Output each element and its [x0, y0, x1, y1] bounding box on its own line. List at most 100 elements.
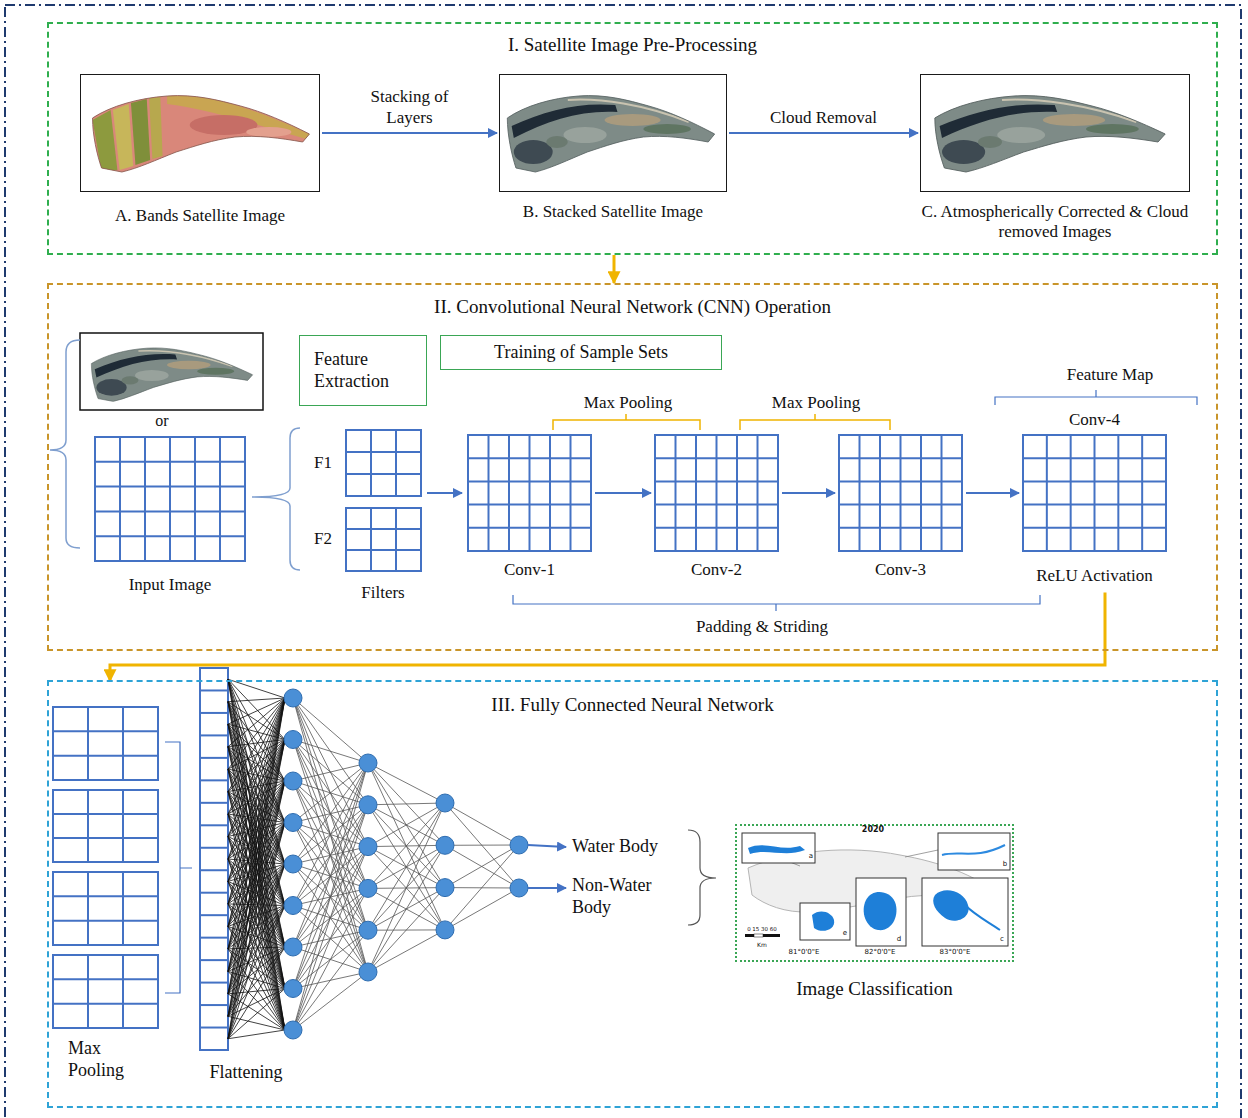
- outer-frame: [5, 5, 1241, 1118]
- grid-lines: [1022, 434, 1167, 552]
- map-year: 2020: [862, 826, 884, 835]
- output-label: Water Body: [572, 836, 658, 858]
- bracket: [513, 595, 1040, 611]
- grid-cells: [1023, 435, 1166, 551]
- bracket: [50, 340, 80, 548]
- coordinate-label: 82°0'0"E: [865, 949, 896, 957]
- filter-grid: F1: [345, 429, 422, 497]
- conv-grid: Conv-2: [654, 434, 779, 552]
- grid-lines: [467, 434, 592, 552]
- dense-network: [228, 679, 566, 1039]
- process-box: Feature Extraction: [299, 335, 427, 406]
- arrow-connector: [322, 132, 497, 134]
- process-box: Training of Sample Sets: [440, 335, 722, 370]
- operation-label: Max Pooling: [772, 393, 860, 413]
- inset-letter: b: [1003, 861, 1007, 869]
- map-frame: Image Classification: [735, 824, 1014, 962]
- inset-letter: c: [1000, 936, 1004, 944]
- edge-label: Stacking of Layers: [358, 87, 462, 128]
- section-panel: II. Convolutional Neural Network (CNN) O…: [47, 283, 1218, 651]
- image-frame: B. Stacked Satellite Image: [499, 74, 727, 192]
- bracket: [995, 390, 1197, 405]
- grid-cells: [346, 508, 421, 571]
- grid-label: Conv-1: [504, 560, 555, 580]
- coordinate-label: 83°0'0"E: [940, 949, 971, 957]
- arrow-connector: [729, 132, 918, 134]
- pooled-grid: [53, 955, 158, 1028]
- conv-grid: Conv-3: [838, 434, 963, 552]
- grid-label: Input Image: [129, 575, 212, 595]
- section-panel: I. Satellite Image Pre-Processing A. Band…: [47, 22, 1218, 255]
- grid-lines: [345, 507, 422, 572]
- group-label: Flattening: [210, 1062, 283, 1084]
- box-label: Feature Extraction: [314, 349, 414, 392]
- operation-label: Padding & Striding: [696, 617, 828, 637]
- connector-word: or: [155, 411, 168, 430]
- inset-letter: a: [809, 853, 813, 861]
- group-label: Max Pooling: [68, 1038, 138, 1081]
- inset-letter: d: [897, 936, 901, 944]
- scale-text: Km: [757, 942, 767, 949]
- arrow-connector: [966, 492, 1019, 494]
- arrow-connector: [110, 592, 1105, 681]
- image-caption: Image Classification: [796, 978, 953, 1001]
- inset-letter: e: [843, 930, 847, 938]
- box-label: Training of Sample Sets: [494, 342, 668, 364]
- pixel-grid: Input Image: [94, 436, 246, 562]
- output-label: Non-Water Body: [572, 875, 672, 918]
- arrow-connector: [782, 492, 835, 494]
- conv-grid: Conv-4ReLU Activation: [1022, 434, 1167, 552]
- grid-label: Conv-3: [875, 560, 926, 580]
- grid-cells: [655, 435, 778, 551]
- section-title: II. Convolutional Neural Network (CNN) O…: [434, 296, 831, 319]
- bracket: [740, 414, 890, 430]
- grid-label: Conv-2: [691, 560, 742, 580]
- group-label: Filters: [361, 583, 404, 603]
- image-frame: C. Atmospherically Corrected & Cloud rem…: [920, 74, 1190, 192]
- grid-cells: [346, 430, 421, 496]
- bracket: [252, 428, 300, 570]
- arrow-connector: [595, 492, 651, 494]
- grid-lines: [345, 429, 422, 497]
- input-picture-frame: [80, 333, 263, 410]
- image-frame: A. Bands Satellite Image: [80, 74, 320, 192]
- arrow-connector: [427, 492, 462, 494]
- section-title: I. Satellite Image Pre-Processing: [508, 34, 757, 57]
- stacked-image: [503, 80, 719, 180]
- flatten-column: [200, 668, 228, 1050]
- filter-label: F2: [314, 529, 332, 549]
- input-picture: [88, 337, 256, 407]
- operation-label: Max Pooling: [584, 393, 672, 413]
- scale-text: 0 15 30 60: [747, 926, 777, 932]
- image-caption: A. Bands Satellite Image: [115, 206, 285, 226]
- arrow-connector: [613, 255, 616, 283]
- section-title: III. Fully Connected Neural Network: [491, 694, 773, 717]
- grid-cells: [468, 435, 591, 551]
- image-caption: C. Atmospherically Corrected & Cloud rem…: [918, 202, 1193, 243]
- grid-cells: [95, 437, 245, 561]
- bracket: [553, 414, 700, 430]
- grid-lines: [838, 434, 963, 552]
- corrected-image: [930, 80, 1170, 180]
- grid-label: ReLU Activation: [1036, 566, 1153, 586]
- pooled-grid: [53, 707, 158, 780]
- grid-label: Conv-4: [1069, 410, 1120, 430]
- classification-map: [733, 822, 1012, 960]
- bracket: [688, 830, 716, 925]
- bracket: [165, 742, 192, 993]
- grid-lines: [94, 436, 246, 562]
- edge-label: Cloud Removal: [768, 108, 879, 128]
- filter-grid: F2: [345, 507, 422, 572]
- group-label: Feature Map: [1067, 365, 1153, 385]
- pooled-grid: [53, 872, 158, 945]
- image-caption: B. Stacked Satellite Image: [523, 202, 703, 222]
- coordinate-label: 81°0'0"E: [789, 949, 820, 957]
- grid-lines: [654, 434, 779, 552]
- filter-label: F1: [314, 453, 332, 473]
- band-image: [88, 80, 314, 180]
- pooled-grid: [53, 790, 158, 862]
- grid-cells: [839, 435, 962, 551]
- conv-grid: Conv-1: [467, 434, 592, 552]
